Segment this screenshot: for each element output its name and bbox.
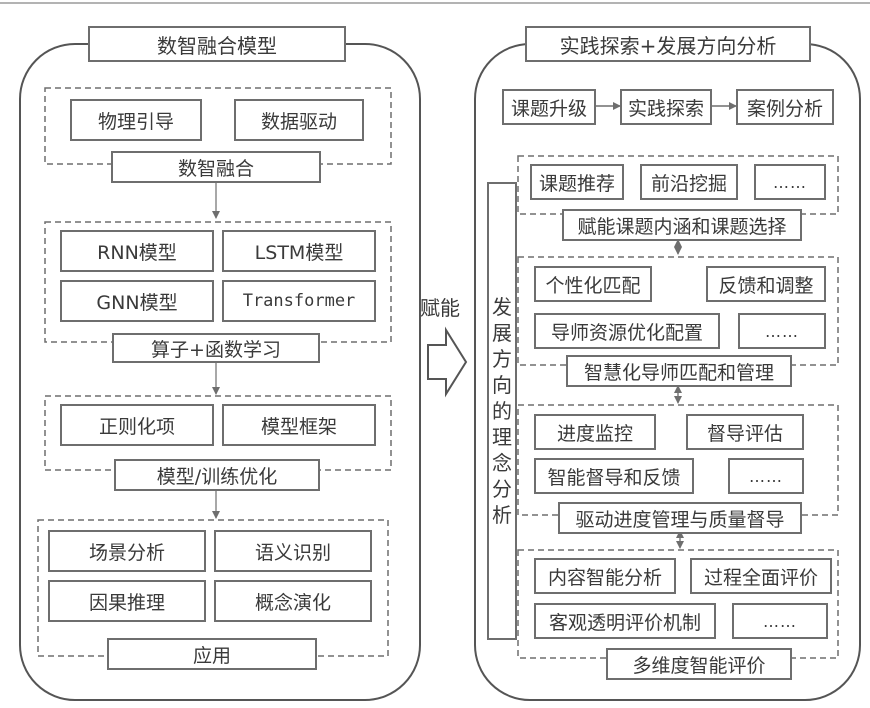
smart-mentor-management-label: 智慧化导师匹配和管理 — [566, 355, 792, 387]
side-char: 分 — [492, 477, 512, 501]
flow-topic-upgrade-box: 课题升级 — [502, 89, 596, 125]
causal-reasoning-box: 因果推理 — [48, 580, 206, 622]
objective-transparent-evaluation-box: 客观透明评价机制 — [534, 603, 716, 639]
scene-analysis-box: 场景分析 — [48, 530, 206, 572]
side-char: 理 — [492, 425, 512, 449]
physics-guided-box: 物理引导 — [70, 99, 202, 141]
more-ellipsis-box: …… — [738, 313, 826, 349]
model-framework-box: 模型框架 — [222, 404, 376, 446]
side-char: 发 — [492, 295, 512, 319]
gnn-model-box: GNN模型 — [60, 280, 214, 322]
topic-recommendation-box: 课题推荐 — [530, 164, 624, 200]
side-char: 的 — [492, 399, 512, 423]
transformer-box: Transformer — [222, 280, 376, 322]
right-panel-title: 实践探索+发展方向分析 — [525, 26, 811, 62]
enable-arrow — [427, 326, 468, 398]
progress-quality-supervision-label: 驱动进度管理与质量督导 — [558, 502, 802, 534]
smart-supervision-feedback-box: 智能督导和反馈 — [534, 458, 694, 494]
development-concept-side-label: 发 展 方 向 的 理 念 分 析 — [487, 182, 517, 640]
side-char: 向 — [492, 373, 512, 397]
side-char: 展 — [492, 321, 512, 345]
frontier-mining-box: 前沿挖掘 — [640, 164, 738, 200]
digital-fusion-label: 数智融合 — [111, 151, 321, 183]
operator-function-learning-label: 算子+函数学习 — [112, 333, 320, 363]
model-training-optimization-label: 模型/训练优化 — [114, 459, 320, 491]
process-comprehensive-evaluation-box: 过程全面评价 — [690, 558, 832, 594]
side-char: 念 — [492, 451, 512, 475]
data-driven-box: 数据驱动 — [234, 99, 364, 141]
mentor-resource-allocation-box: 导师资源优化配置 — [534, 313, 720, 349]
rnn-model-box: RNN模型 — [60, 230, 214, 272]
personalized-matching-box: 个性化匹配 — [534, 266, 652, 302]
feedback-adjustment-box: 反馈和调整 — [706, 266, 826, 302]
flow-practice-exploration-box: 实践探索 — [620, 89, 712, 125]
more-ellipsis-box: …… — [732, 603, 828, 639]
semantic-recognition-box: 语义识别 — [214, 530, 372, 572]
flow-case-analysis-box: 案例分析 — [736, 89, 834, 125]
progress-monitoring-box: 进度监控 — [534, 414, 656, 450]
application-label: 应用 — [107, 638, 317, 670]
multi-dimensional-evaluation-label: 多维度智能评价 — [606, 648, 792, 680]
more-ellipsis-box: …… — [728, 458, 804, 494]
supervision-evaluation-box: 督导评估 — [686, 414, 804, 450]
left-panel-title: 数智融合模型 — [88, 26, 346, 62]
regularization-box: 正则化项 — [60, 404, 214, 446]
more-ellipsis-box: …… — [754, 164, 826, 200]
enable-label: 赋能 — [420, 296, 460, 320]
side-char: 析 — [492, 503, 512, 527]
topic-connotation-selection-label: 赋能课题内涵和课题选择 — [562, 209, 802, 241]
side-char: 方 — [492, 347, 512, 371]
content-smart-analysis-box: 内容智能分析 — [534, 558, 676, 594]
lstm-model-box: LSTM模型 — [222, 230, 376, 272]
concept-evolution-box: 概念演化 — [214, 580, 372, 622]
